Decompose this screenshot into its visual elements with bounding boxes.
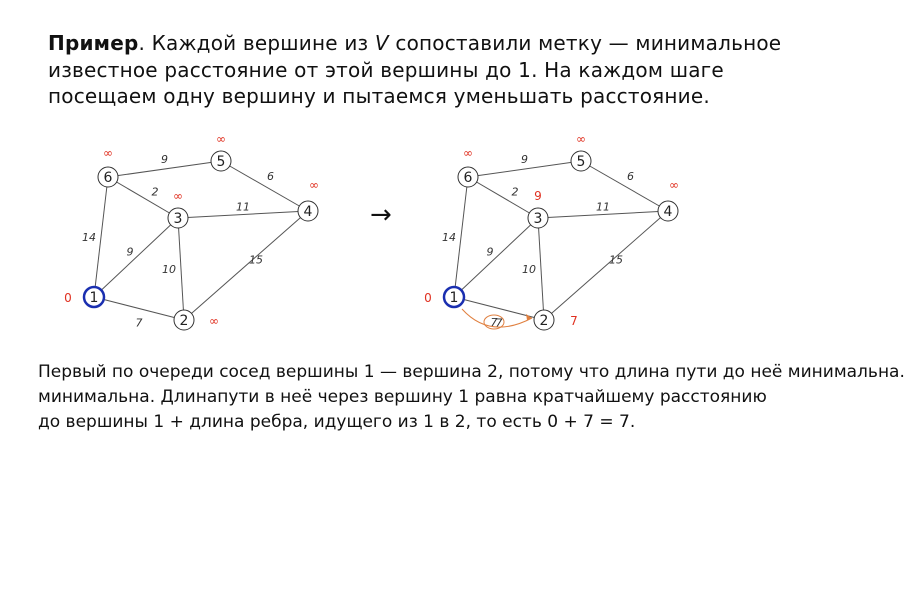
vertex-label-2: 2 <box>540 313 549 329</box>
relax-arc <box>461 308 533 328</box>
edge-1-3 <box>453 217 539 298</box>
edge-2-4 <box>543 210 669 321</box>
edge-5-6 <box>107 160 222 178</box>
edge-weight-2-3: 10 <box>522 263 536 276</box>
edge-weight-5-6: 9 <box>161 153 168 166</box>
vertex-distance-4: ∞ <box>309 178 319 192</box>
vertex-distance-2: ∞ <box>209 314 219 328</box>
vertex-label-2: 2 <box>180 313 189 329</box>
vertex-label-4: 4 <box>304 204 313 220</box>
vertex-3 <box>167 207 189 229</box>
edge-3-6 <box>107 176 179 219</box>
edge-1-6 <box>93 176 109 298</box>
edge-weight-1-6: 14 <box>442 231 456 244</box>
transition-arrow: → <box>370 200 392 230</box>
vertex-label-1: 1 <box>90 290 99 306</box>
edge-weight-3-4: 11 <box>596 201 610 214</box>
vertex-label-1: 1 <box>450 290 459 306</box>
edge-weight-1-3: 9 <box>127 246 134 259</box>
edge-weight-2-3: 10 <box>162 263 176 276</box>
vertex-label-4: 4 <box>664 204 673 220</box>
edge-weight-2-4: 15 <box>609 254 623 267</box>
edge-weight-1-2: 7 <box>136 317 143 330</box>
vertex-distance-3: ∞ <box>173 189 183 203</box>
vertex-1 <box>82 285 106 309</box>
explanation-line-2: минимальна. Длинапути в неё через вершин… <box>38 387 767 407</box>
edge-weight-1-3: 9 <box>487 246 494 259</box>
vertex-distance-6: ∞ <box>103 146 113 160</box>
vertex-2 <box>173 309 195 331</box>
vertex-distance-5: ∞ <box>216 132 226 146</box>
vertex-distance-1: 0 <box>424 291 432 305</box>
vertex-label-5: 5 <box>577 154 586 170</box>
edge-1-3 <box>93 217 179 298</box>
edge-weight-3-4: 11 <box>236 201 250 214</box>
vertex-5 <box>570 150 592 172</box>
intro-text-2: сопоставили метку — минимальное известно… <box>48 31 782 108</box>
edge-weight-3-6: 2 <box>152 186 159 199</box>
vertex-distance-1: 0 <box>64 291 72 305</box>
vertex-distance-5: ∞ <box>576 132 586 146</box>
vertex-6 <box>457 166 479 188</box>
vertex-4 <box>657 200 679 222</box>
edge-weight-1-2: 7 <box>496 317 503 330</box>
edge-2-3 <box>537 217 545 321</box>
edge-5-6 <box>467 160 582 178</box>
intro-bold: Пример <box>48 31 139 55</box>
edge-weight-2-4: 15 <box>249 254 263 267</box>
edge-3-4 <box>537 210 669 219</box>
edge-2-3 <box>177 217 185 321</box>
vertex-2 <box>533 309 555 331</box>
vertex-distance-6: ∞ <box>463 146 473 160</box>
explanation-text: Первый по очереди сосед вершины 1 — верш… <box>38 360 905 435</box>
explanation-line-1: Первый по очереди сосед вершины 1 — верш… <box>38 362 905 382</box>
vertex-distance-2: 7 <box>570 314 578 328</box>
relax-label: 7 <box>491 316 498 329</box>
vertex-1 <box>442 285 466 309</box>
edge-weight-4-5: 6 <box>267 170 274 183</box>
vertex-label-6: 6 <box>464 170 473 186</box>
edge-2-4 <box>183 210 309 321</box>
relax-label-ring <box>483 314 505 330</box>
vertex-label-3: 3 <box>534 211 543 227</box>
intro-text-1: . Каждой вершине из <box>138 31 375 55</box>
vertex-label-6: 6 <box>104 170 113 186</box>
edge-3-4 <box>177 210 309 219</box>
relax-arrowhead <box>526 314 532 320</box>
edge-4-5 <box>580 160 669 212</box>
vertex-6 <box>97 166 119 188</box>
edge-1-6 <box>453 176 469 298</box>
edge-weight-5-6: 9 <box>521 153 528 166</box>
edge-weight-1-6: 14 <box>82 231 96 244</box>
edge-weight-4-5: 6 <box>627 170 634 183</box>
edge-weight-3-6: 2 <box>512 186 519 199</box>
edge-1-2 <box>93 296 185 321</box>
edge-4-5 <box>220 160 309 212</box>
vertex-distance-3: 9 <box>534 189 542 203</box>
vertex-3 <box>527 207 549 229</box>
vertex-5 <box>210 150 232 172</box>
intro-paragraph: Пример. Каждой вершине из V сопоставили … <box>48 30 788 110</box>
explanation-line-3: до вершины 1 + длина ребра, идущего из 1… <box>38 412 636 432</box>
vertex-4 <box>297 200 319 222</box>
edge-3-6 <box>467 176 539 219</box>
intro-italic: V <box>374 31 389 55</box>
vertex-label-3: 3 <box>174 211 183 227</box>
vertex-label-5: 5 <box>217 154 226 170</box>
vertex-distance-4: ∞ <box>669 178 679 192</box>
